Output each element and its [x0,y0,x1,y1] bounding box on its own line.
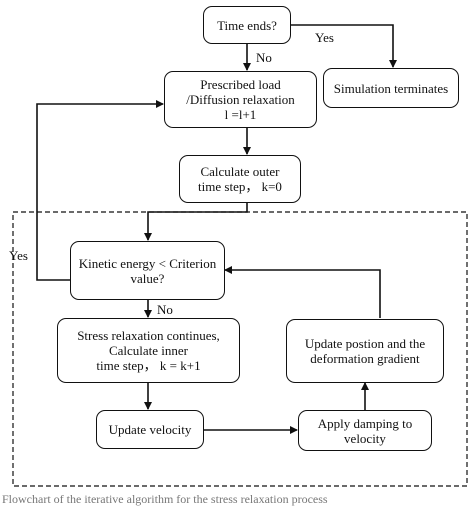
simulation-terminates-box: Simulation terminates [323,68,459,108]
kinetic-energy-line-2: value? [130,270,165,286]
stress-relaxation-box: Stress relaxation continues, Calculate i… [57,318,240,383]
outer-time-step-line-1: Calculate outer [200,164,280,179]
arrow-kinetic-to-load [36,100,164,281]
stress-relaxation-line-1: Stress relaxation continues, [77,328,220,343]
apply-damping-line-2: velocity [344,430,386,446]
simulation-terminates-label: Simulation terminates [333,80,449,96]
apply-damping-line-1: Apply damping to [317,415,413,431]
update-position-line-1: Update postion and the [304,336,426,351]
prescribed-load-line-2: /Diffusion relaxation [186,92,295,107]
stress-relaxation-line-3: time step， k = k+1 [96,358,201,373]
kinetic-yes-label: Yes [9,248,28,263]
stress-relaxation-line-2: Calculate inner [108,343,189,358]
outer-time-step-box: Calculate outer time step， k=0 [179,155,301,203]
figure-caption: Flowchart of the iterative algorithm for… [2,492,328,506]
kinetic-no-label: No [157,302,173,317]
update-velocity-label: Update velocity [108,422,192,437]
kinetic-energy-line-1: Kinetic energy < Criterion [78,255,217,271]
prescribed-load-line-1: Prescribed load [200,77,281,92]
time-ends-decision: Time ends? [203,6,291,44]
arrow-outer-to-kinetic [144,203,248,241]
prescribed-load-box: Prescribed load /Diffusion relaxation l … [164,71,317,128]
arrow-position-to-kinetic [224,266,381,318]
arrow-time-to-terminate [290,24,397,68]
kinetic-energy-decision: Kinetic energy < Criterion value? [70,241,225,300]
time-ends-label: Time ends? [217,17,277,33]
update-position-box: Update postion and the deformation gradi… [286,319,444,383]
outer-time-step-line-2: time step， k=0 [198,179,282,194]
time-ends-no-label: No [256,50,272,65]
apply-damping-box: Apply damping to velocity [298,410,432,451]
time-ends-yes-label: Yes [315,30,334,45]
update-velocity-box: Update velocity [96,410,204,449]
update-position-line-2: deformation gradient [310,351,420,366]
prescribed-load-line-3: l =l+1 [224,107,257,122]
